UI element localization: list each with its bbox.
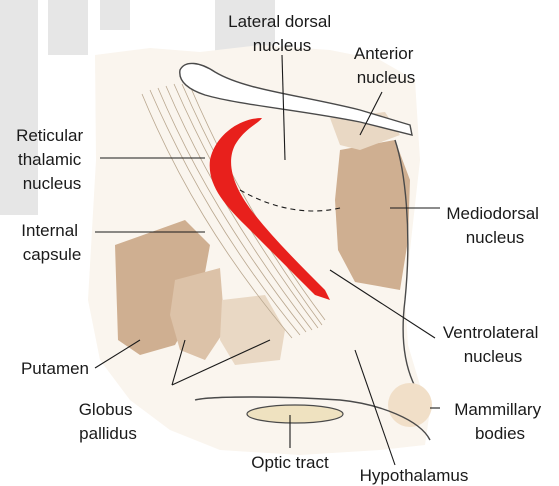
label-ventrolateral: Ventrolateral nucleus [443,323,543,366]
label-internal-capsule: Internal capsule [21,221,82,264]
label-mediodorsal: Mediodorsal nucleus [446,204,543,247]
label-putamen: Putamen [21,359,89,378]
label-optic-tract: Optic tract [251,453,329,472]
optic-chiasm [247,405,343,423]
label-reticular: Reticular thalamic nucleus [16,126,88,193]
label-globus-pallidus: Globus pallidus [79,400,138,443]
label-mammillary: Mammillary bodies [454,400,546,443]
label-hypothalamus: Hypothalamus [360,466,469,485]
